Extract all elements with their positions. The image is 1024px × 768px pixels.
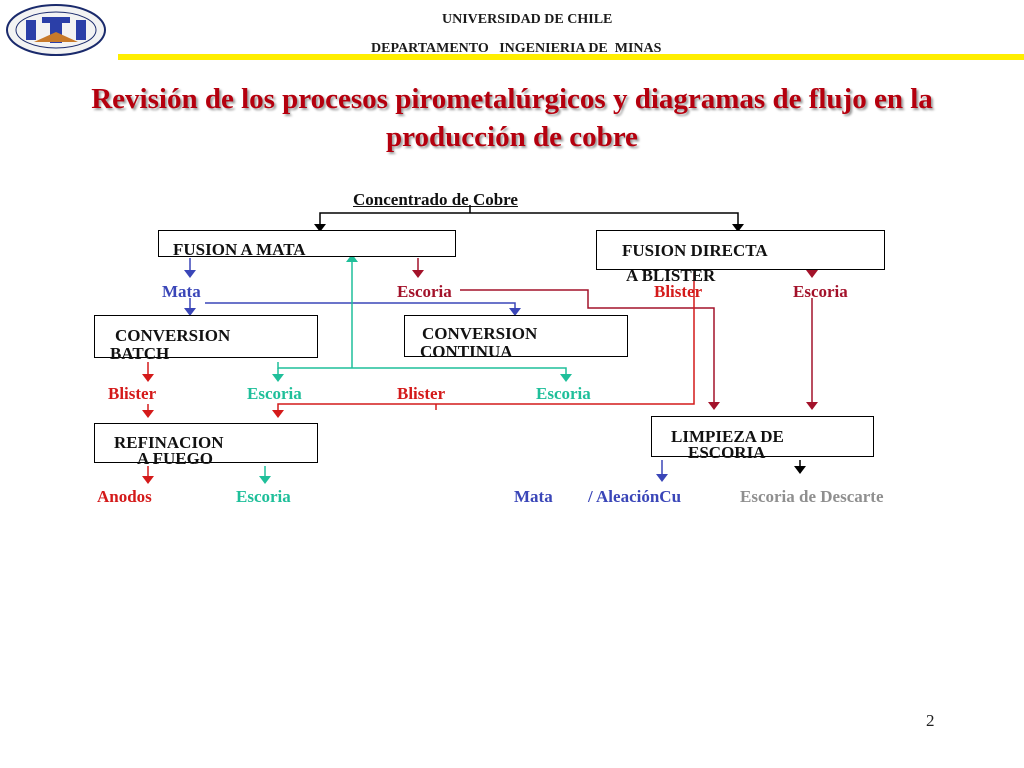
box-conversion-continua <box>404 315 628 357</box>
arrow-escoria-batch <box>272 374 284 382</box>
box-limpieza <box>651 416 874 457</box>
output-escoria-cont: Escoria <box>536 384 591 403</box>
arrow-mata-limpieza <box>656 474 668 482</box>
box-refinacion <box>94 423 318 463</box>
box-conversion-continua-label-2: CONTINUA <box>420 342 513 361</box>
box-conversion-batch-label-1: CONVERSION <box>115 326 231 345</box>
concentrado-label: Concentrado de Cobre <box>353 190 518 209</box>
box-fusion-directa <box>596 230 885 270</box>
box-conversion-batch-label-2: BATCH <box>110 344 170 363</box>
arrow-escoria-descarte <box>794 466 806 474</box>
box-limpieza-label-1: LIMPIEZA DE <box>671 427 784 446</box>
arrow-escoria-cont <box>560 374 572 382</box>
box-fusion-mata <box>158 230 456 257</box>
arrow-to-fusion-directa <box>732 224 744 232</box>
arrow-to-limpieza-2 <box>806 402 818 410</box>
arrow-anodos <box>142 476 154 484</box>
output-aleacion-cu: / AleaciónCu <box>588 487 682 506</box>
box-fusion-directa-label-2: A BLISTER <box>626 266 716 285</box>
arrow-mata-out <box>184 270 196 278</box>
arrow-blister-to-refinacion <box>142 410 154 418</box>
box-refinacion-label-2: A FUEGO <box>137 449 214 468</box>
box-limpieza-label-2: ESCORIA <box>688 443 766 462</box>
arrow-blister-cont-to-refinacion <box>272 410 284 418</box>
box-refinacion-label-1: REFINACION <box>114 433 224 452</box>
arrow-escoria-fusion <box>412 270 424 278</box>
slide-title: Revisión de los procesos pirometalúrgico… <box>0 80 1024 156</box>
output-mata: Mata <box>162 282 201 301</box>
page-number: 2 <box>926 711 935 730</box>
output-escoria-descarte: Escoria de Descarte <box>740 487 884 506</box>
arrow-escoria-ref <box>259 476 271 484</box>
output-escoria-ref: Escoria <box>236 487 291 506</box>
output-blister-fd: Blister <box>654 282 703 301</box>
box-fusion-mata-label: FUSION A MATA <box>173 240 306 259</box>
arrow-mata-to-batch <box>184 308 196 316</box>
arrow-blister-batch <box>142 374 154 382</box>
arrow-escoria-fd <box>806 270 818 278</box>
header-bar <box>118 54 1024 60</box>
arrow-to-limpieza-1 <box>708 402 720 410</box>
university-logo <box>4 2 108 58</box>
box-conversion-continua-label-1: CONVERSION <box>422 324 538 343</box>
output-escoria-fd: Escoria <box>793 282 848 301</box>
title-line-2: producción de cobre <box>386 121 638 153</box>
box-conversion-batch <box>94 315 318 358</box>
output-mata-limpieza: Mata <box>514 487 553 506</box>
arrow-recycle-to-fusion <box>346 254 358 262</box>
output-blister-batch: Blister <box>108 384 157 403</box>
output-anodos: Anodos <box>97 487 152 506</box>
title-line-1: Revisión de los procesos pirometalúrgico… <box>91 83 933 115</box>
department-name: DEPARTAMENTO INGENIERIA DE MINAS <box>371 41 662 56</box>
output-blister-cont: Blister <box>397 384 446 403</box>
arrow-to-fusion-mata <box>314 224 326 232</box>
output-escoria-fusion: Escoria <box>397 282 452 301</box>
concentrado-split-lines <box>319 205 739 226</box>
university-name: UNIVERSIDAD DE CHILE <box>442 12 613 27</box>
arrow-mata-to-continua <box>509 308 521 316</box>
output-escoria-batch: Escoria <box>247 384 302 403</box>
box-fusion-directa-label-1: FUSION DIRECTA <box>622 241 768 260</box>
